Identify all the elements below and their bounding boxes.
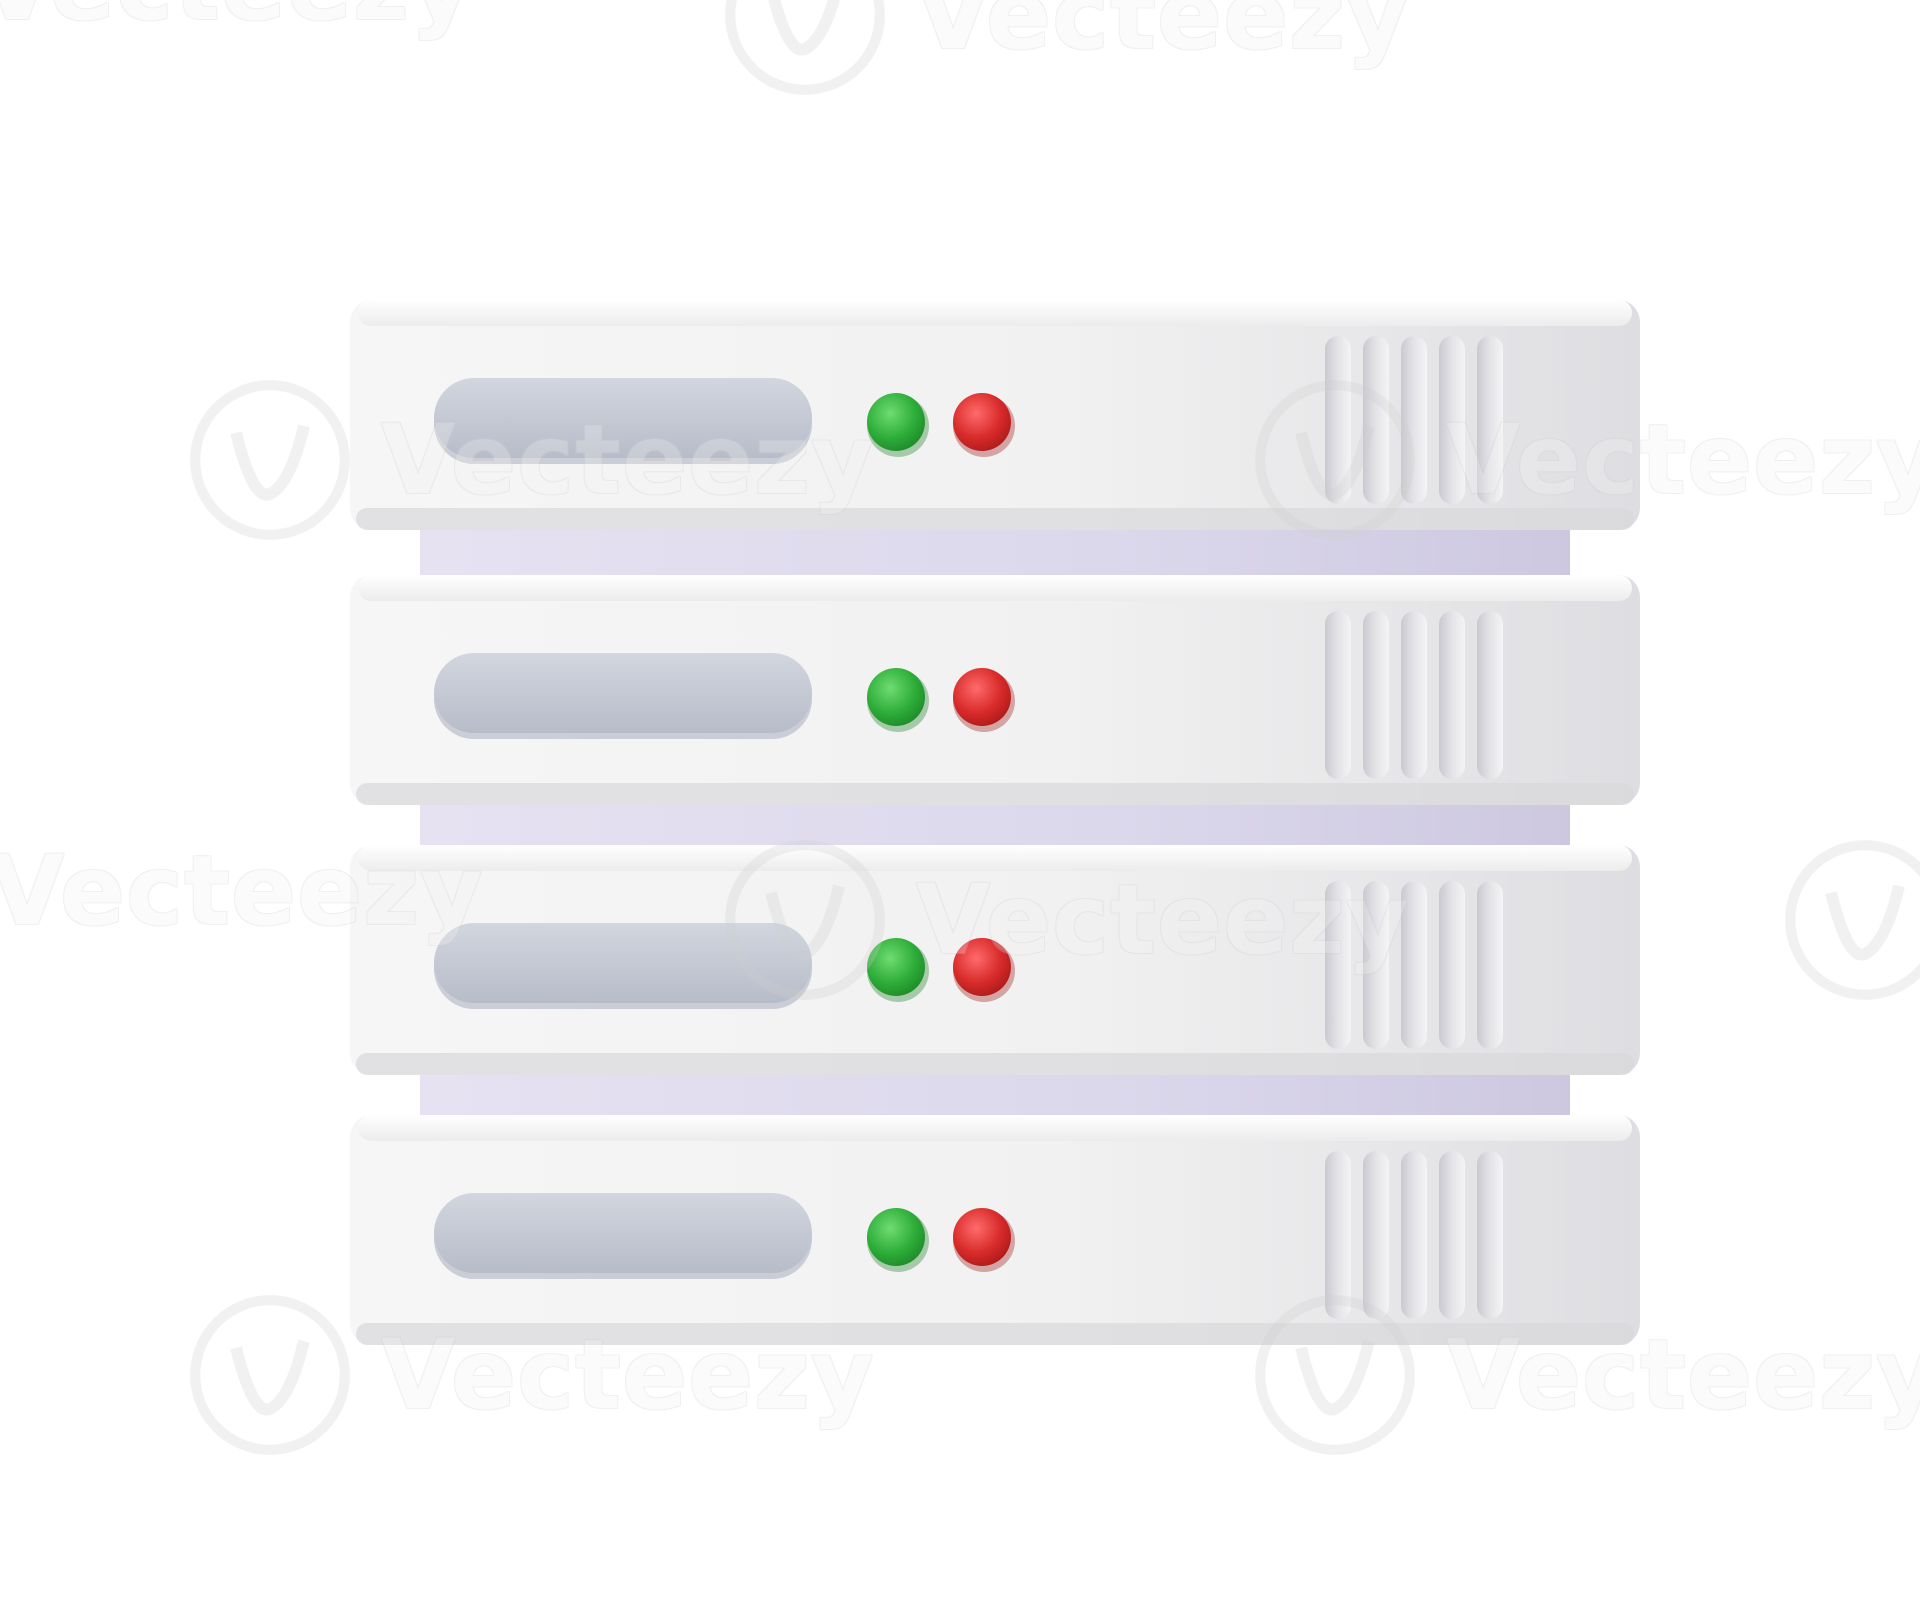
server-unit-3 [350, 845, 1640, 1075]
server-unit-2 [350, 575, 1640, 805]
server-unit-1 [350, 300, 1640, 530]
server-unit-4 [350, 1115, 1640, 1345]
